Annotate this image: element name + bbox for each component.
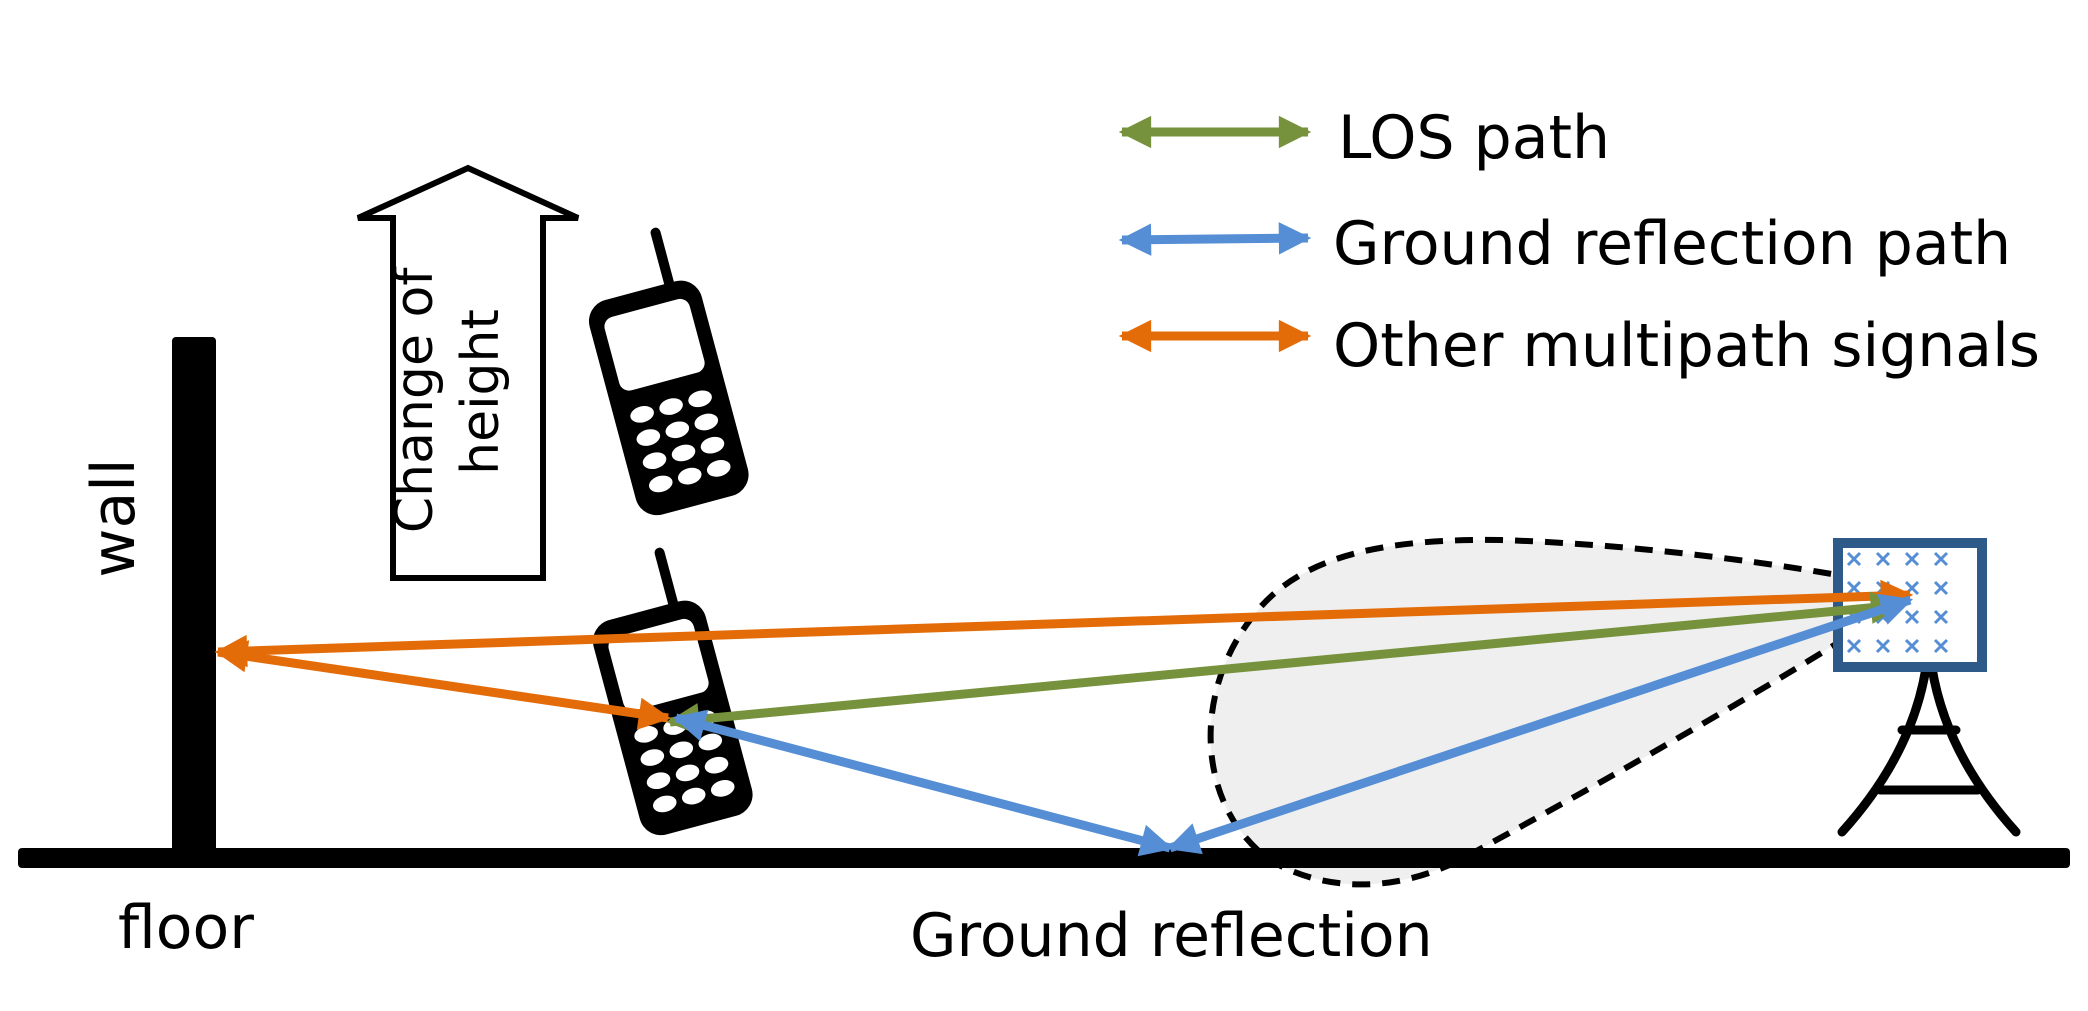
phone-icon (588, 227, 749, 516)
ground-path-arrow-phone (672, 709, 1174, 857)
ground-path-arrow-antenna (1166, 593, 1914, 855)
multipath-arrow-wall-phone (214, 640, 672, 730)
svg-text:Change of height: Change of height (385, 251, 511, 533)
beam-pattern (1207, 536, 1893, 888)
wall-label: wall (79, 458, 149, 577)
height-label-line1: Change of (385, 266, 445, 533)
floor (18, 848, 2070, 868)
height-label-line2: height (451, 309, 511, 475)
tower-icon (1837, 663, 2021, 837)
legend-label-multipath: Other multipath signals (1333, 311, 2040, 381)
phone-icon (592, 547, 753, 836)
legend: LOS path Ground reflection path Other mu… (1118, 103, 2040, 381)
wall (172, 337, 216, 857)
legend-label-ground: Ground reflection path (1333, 209, 2011, 279)
floor-label: floor (118, 893, 254, 963)
height-arrow-icon: Change of height (356, 164, 580, 581)
legend-swatch-ground (1118, 222, 1312, 256)
legend-label-los: LOS path (1338, 103, 1610, 173)
ground-reflection-label: Ground reflection (910, 901, 1433, 971)
